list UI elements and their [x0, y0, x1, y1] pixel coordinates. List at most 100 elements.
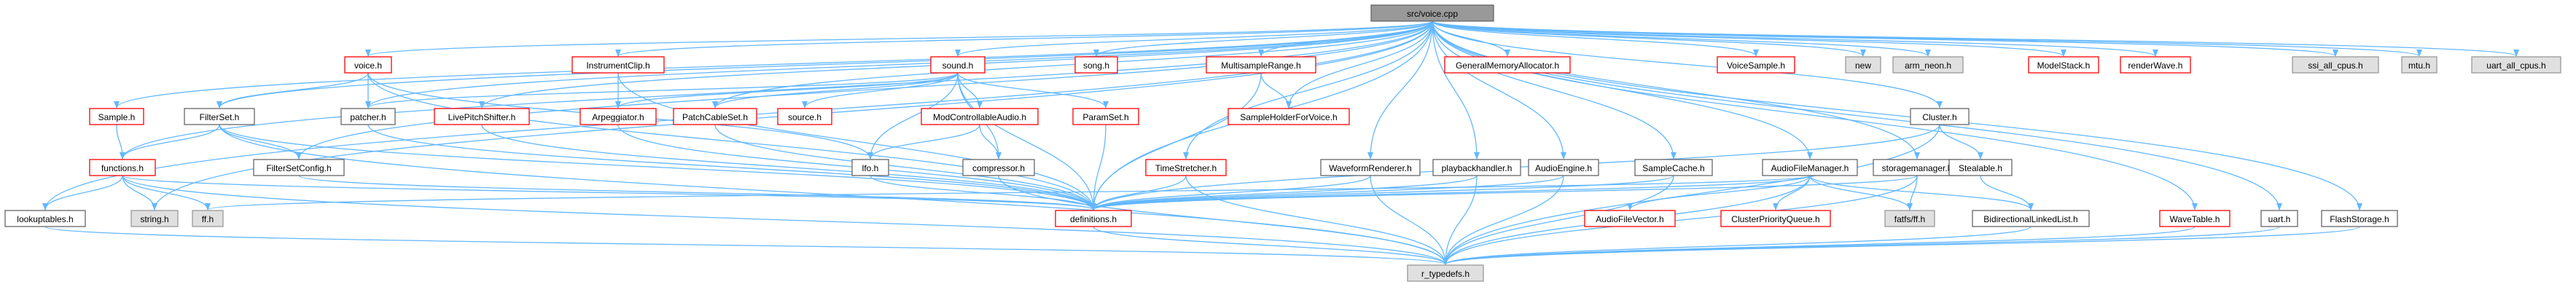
- node-arm-neon-h[interactable]: arm_neon.h: [1892, 56, 1964, 74]
- node-ModelStack-h[interactable]: ModelStack.h: [2028, 56, 2099, 74]
- edge-uart_h-to-r_typedefs_h: [1443, 226, 2280, 265]
- node-box: [1227, 108, 1350, 125]
- node-ssi-all-cpus-h[interactable]: ssi_all_cpus.h: [2292, 56, 2379, 74]
- edge-playbackhandler_h-to-definitions_h: [1090, 175, 1478, 211]
- node-storagemanager-h[interactable]: storagemanager.h: [1873, 159, 1962, 176]
- edge-sound_h-to-Arpeggiator_h: [615, 72, 959, 109]
- node-label: src/voice.cpp: [1407, 9, 1458, 19]
- node-ParamSet-h[interactable]: ParamSet.h: [1072, 108, 1139, 125]
- node-label: uart_all_cpus.h: [2486, 60, 2545, 71]
- node-box: [1717, 56, 1795, 74]
- node-label: WaveformRenderer.h: [1329, 163, 1412, 173]
- node-box: [1972, 210, 2090, 227]
- node-string-h[interactable]: string.h: [130, 210, 179, 227]
- node-label: VoiceSample.h: [1727, 60, 1785, 71]
- node-r-typedefs-h[interactable]: r_typedefs.h: [1407, 264, 1484, 282]
- node-uart-h[interactable]: uart.h: [2260, 210, 2298, 227]
- node-song-h[interactable]: song.h: [1074, 56, 1118, 74]
- edge-voice_cpp-to-voice_h: [365, 20, 1433, 57]
- node-sound-h[interactable]: sound.h: [930, 56, 985, 74]
- node-label: ModControllableAudio.h: [933, 112, 1026, 122]
- node-box: [930, 56, 985, 74]
- node-AudioFileManager-h[interactable]: AudioFileManager.h: [1762, 159, 1858, 176]
- node-FilterSetConfig-h[interactable]: FilterSetConfig.h: [253, 159, 345, 176]
- node-ModControllableAudio-h[interactable]: ModControllableAudio.h: [921, 108, 1039, 125]
- node-Stealable-h[interactable]: Stealable.h: [1948, 159, 2013, 176]
- node-FlashStorage-h[interactable]: FlashStorage.h: [2321, 210, 2398, 227]
- node-label: WaveTable.h: [2170, 214, 2220, 224]
- node-BidirectionalLinkedList-h[interactable]: BidirectionalLinkedList.h: [1972, 210, 2090, 227]
- node-uart-all-cpus-h[interactable]: uart_all_cpus.h: [2471, 56, 2561, 74]
- node-label: ModelStack.h: [2037, 60, 2091, 71]
- node-renderWave-h[interactable]: renderWave.h: [2120, 56, 2191, 74]
- node-ClusterPriorityQueue-h[interactable]: ClusterPriorityQueue.h: [1720, 210, 1831, 227]
- edge-sound_h-to-ParamSet_h: [957, 72, 1109, 109]
- node-new[interactable]: new: [1845, 56, 1881, 74]
- edge-sound_h-to-PatchCableSet_h: [712, 72, 959, 109]
- node-VoiceSample-h[interactable]: VoiceSample.h: [1717, 56, 1795, 74]
- edge-voice_cpp-to-InstrumentClip_h: [615, 20, 1433, 57]
- node-mtu-h[interactable]: mtu.h: [2401, 56, 2438, 74]
- node-label: playbackhandler.h: [1442, 163, 1513, 173]
- edge-voice_cpp-to-FilterSetConfig_h: [296, 20, 1433, 160]
- edge-lookuptables_h-to-r_typedefs_h: [44, 226, 1448, 265]
- node-MultisampleRange-h[interactable]: MultisampleRange.h: [1206, 56, 1316, 74]
- edge-voice_cpp-to-Sample_h: [114, 20, 1433, 109]
- node-fatfs-ff-h[interactable]: fatfs/ff.h: [1884, 210, 1935, 227]
- node-GeneralMemoryAllocator-h[interactable]: GeneralMemoryAllocator.h: [1444, 56, 1571, 74]
- node-label: LivePitchShifter.h: [448, 112, 516, 122]
- node-box: [1528, 159, 1599, 176]
- node-playbackhandler-h[interactable]: playbackhandler.h: [1432, 159, 1521, 176]
- node-TimeStretcher-h[interactable]: TimeStretcher.h: [1145, 159, 1227, 176]
- node-SampleHolderForVoice-h[interactable]: SampleHolderForVoice.h: [1227, 108, 1350, 125]
- node-box: [1720, 210, 1831, 227]
- edge-voice_h-to-definitions_h: [367, 72, 1096, 211]
- node-compressor-h[interactable]: compressor.h: [962, 159, 1035, 176]
- edge-voice_cpp-to-FilterSet_h: [216, 20, 1433, 109]
- edges-layer: [42, 20, 2519, 265]
- edge-functions_h-to-ff_h: [122, 175, 211, 211]
- edge-voice_cpp-to-SampleHolderForVoice_h: [1286, 20, 1433, 109]
- edge-Cluster_h-to-Stealable_h: [1939, 124, 1983, 160]
- node-label: storagemanager.h: [1882, 163, 1953, 173]
- node-label: r_typedefs.h: [1421, 269, 1470, 279]
- node-lookuptables-h[interactable]: lookuptables.h: [4, 210, 86, 227]
- edge-TimeStretcher_h-to-definitions_h: [1090, 175, 1187, 211]
- node-functions-h[interactable]: functions.h: [89, 159, 156, 176]
- node-box: [2471, 56, 2561, 74]
- edge-voice_cpp-to-uart_all_cpus_h: [1432, 20, 2519, 57]
- edge-voice_cpp-to-storagemanager_h: [1432, 20, 1920, 160]
- edge-WaveformRenderer_h-to-definitions_h: [1090, 175, 1371, 211]
- edge-voice_cpp-to-functions_h: [120, 20, 1433, 160]
- node-WaveTable-h[interactable]: WaveTable.h: [2159, 210, 2230, 227]
- edge-voice_cpp-to-song_h: [1093, 20, 1433, 57]
- node-AudioEngine-h[interactable]: AudioEngine.h: [1528, 159, 1599, 176]
- node-definitions-h[interactable]: definitions.h: [1055, 210, 1132, 227]
- node-label: ssi_all_cpus.h: [2308, 60, 2362, 71]
- node-box: [2028, 56, 2099, 74]
- node-LivePitchShifter-h[interactable]: LivePitchShifter.h: [434, 108, 530, 125]
- node-lfo-h[interactable]: lfo.h: [851, 159, 889, 176]
- node-ff-h[interactable]: ff.h: [192, 210, 224, 227]
- node-source-h[interactable]: source.h: [777, 108, 832, 125]
- node-AudioFileVector-h[interactable]: AudioFileVector.h: [1584, 210, 1676, 227]
- node-voice-h[interactable]: voice.h: [344, 56, 392, 74]
- node-voice-cpp[interactable]: src/voice.cpp: [1370, 4, 1494, 22]
- node-InstrumentClip-h[interactable]: InstrumentClip.h: [571, 56, 665, 74]
- node-Cluster-h[interactable]: Cluster.h: [1910, 108, 1970, 125]
- edge-voice_cpp-to-sound_h: [955, 20, 1433, 57]
- node-patcher-h[interactable]: patcher.h: [340, 108, 396, 125]
- node-box: [1370, 4, 1494, 22]
- edge-AudioFileManager_h-to-BidirectionalLinkedList_h: [1809, 175, 2034, 211]
- node-FilterSet-h[interactable]: FilterSet.h: [184, 108, 255, 125]
- node-box: [4, 210, 86, 227]
- edge-voice_cpp-to-renderWave_h: [1432, 20, 2158, 57]
- node-PatchCableSet-h[interactable]: PatchCableSet.h: [673, 108, 757, 125]
- node-Arpeggiator-h[interactable]: Arpeggiator.h: [579, 108, 657, 125]
- node-box: [2292, 56, 2379, 74]
- node-SampleCache-h[interactable]: SampleCache.h: [1634, 159, 1713, 176]
- edge-voice_cpp-to-arm_neon_h: [1432, 20, 1931, 57]
- node-Sample-h[interactable]: Sample.h: [89, 108, 144, 125]
- node-WaveformRenderer-h[interactable]: WaveformRenderer.h: [1320, 159, 1421, 176]
